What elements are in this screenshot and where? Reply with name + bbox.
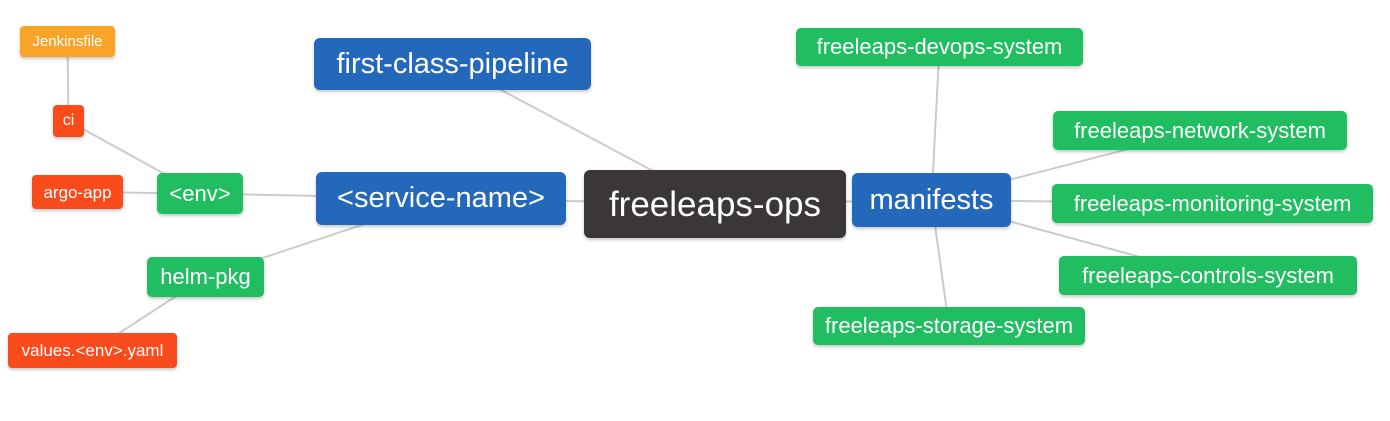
node-manifests[interactable]: manifests [852,173,1011,227]
node-env[interactable]: <env> [157,173,243,214]
node-freeleaps-network-system[interactable]: freeleaps-network-system [1053,111,1347,150]
node-helm-pkg[interactable]: helm-pkg [147,257,264,297]
node-values-env-yaml[interactable]: values.<env>.yaml [8,333,177,368]
node-freeleaps-devops-system[interactable]: freeleaps-devops-system [796,28,1083,66]
node-freeleaps-controls-system[interactable]: freeleaps-controls-system [1059,256,1357,295]
node-freeleaps-monitoring-system[interactable]: freeleaps-monitoring-system [1052,184,1373,223]
node-jenkinsfile[interactable]: Jenkinsfile [20,26,115,57]
node-freeleaps-ops[interactable]: freeleaps-ops [584,170,846,238]
node-service-name[interactable]: <service-name> [316,172,566,225]
node-argo-app[interactable]: argo-app [32,175,123,209]
node-ci[interactable]: ci [53,105,84,137]
node-freeleaps-storage-system[interactable]: freeleaps-storage-system [813,307,1085,345]
node-first-class-pipeline[interactable]: first-class-pipeline [314,38,591,90]
